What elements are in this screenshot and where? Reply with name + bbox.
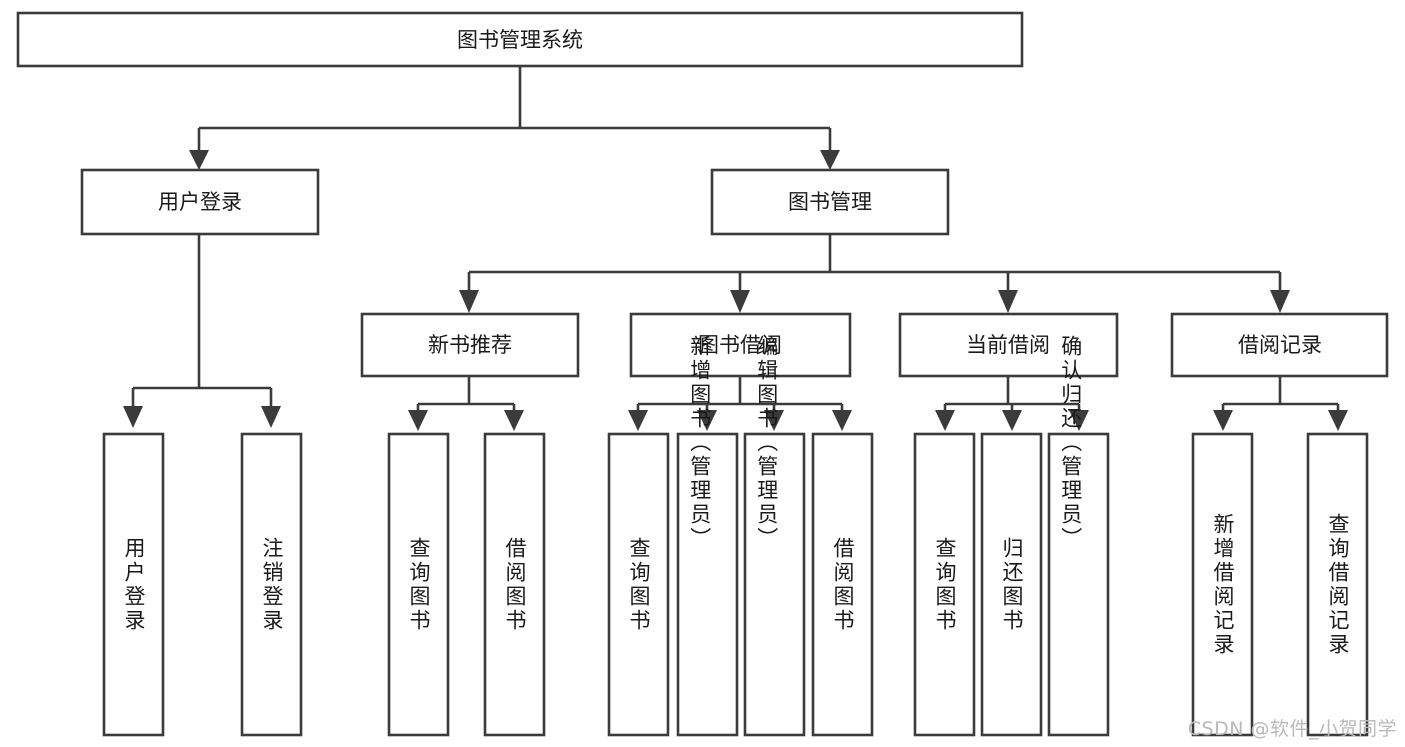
leaf-new-book-1-rect[interactable] [387,432,450,737]
node-book-management-rect[interactable] [710,168,950,236]
arrowhead-bm-c3 [998,290,1018,313]
leaf-borrow-record-2-rect[interactable] [1306,432,1369,737]
edge-group-borrow-record [1213,376,1348,431]
node-new-book-recommend[interactable]: 新书推荐 [360,312,580,378]
leaf-current-borrow-3-label: 确认归还（管理员） [1059,335,1083,551]
leaf-book-borrow-2-label: 新增图书（管理员） [688,335,712,551]
leaf-user-login-2-label: 注销登录 [260,537,284,633]
leaf-new-book-2[interactable]: 借阅图书 [483,432,546,737]
leaf-user-login-2-rect[interactable] [240,432,303,737]
leaf-new-book-1-label: 查询图书 [407,537,431,633]
node-user-login[interactable]: 用户登录 [80,168,320,236]
arrowhead-ul-leaf2 [261,406,281,428]
edge-group-user-login [123,234,281,428]
leaf-current-borrow-2[interactable]: 归还图书 [980,432,1043,737]
leaf-book-borrow-3-label: 编辑图书（管理员） [755,335,779,551]
leaf-current-borrow-1-label: 查询图书 [933,537,957,633]
edge-group-current-borrow [935,376,1089,431]
node-borrow-record-rect[interactable] [1170,312,1389,378]
leaf-new-book-1[interactable]: 查询图书 [387,432,450,737]
arrowhead-bb-l1 [628,410,648,431]
node-borrow-record[interactable]: 借阅记录 [1170,312,1389,378]
leaf-user-login-1-rect[interactable] [102,432,165,737]
node-new-book-recommend-rect[interactable] [360,312,580,378]
arrowhead-bb-l2 [697,410,717,431]
leaf-book-borrow-3-rect[interactable] [743,432,806,737]
node-current-borrow[interactable]: 当前借阅 [898,312,1119,378]
edge-group-book-mgmt [459,234,1290,313]
edge-group-book-borrow [628,376,852,431]
leaf-user-login-2[interactable]: 注销登录 [240,432,303,737]
arrowhead-bm-c2 [730,290,750,313]
leaf-borrow-record-1[interactable]: 新增借阅记录 [1191,432,1254,737]
leaf-borrow-record-2[interactable]: 查询借阅记录 [1306,432,1369,737]
leaf-book-borrow-4-rect[interactable] [811,432,874,737]
leaf-current-borrow-2-label: 归还图书 [1000,537,1024,633]
leaf-book-borrow-1-rect[interactable] [607,432,670,737]
arrowhead-nb-l1 [408,410,428,431]
leaf-new-book-2-rect[interactable] [483,432,546,737]
arrowhead-bb-l4 [832,410,852,431]
leaf-book-borrow-1-label: 查询图书 [627,537,651,633]
arrowhead-cb-l3 [1069,410,1089,431]
node-root-label: 图书管理系统 [457,28,583,52]
node-current-borrow-rect[interactable] [898,312,1119,378]
node-root-rect[interactable] [16,11,1024,68]
arrowhead-bm-c4 [1270,290,1290,313]
csdn-watermark: CSDN @软件_小贺同学 [1187,718,1397,740]
leaf-book-borrow-4[interactable]: 借阅图书 [811,432,874,737]
node-book-borrow-label: 图书借阅 [698,333,782,357]
leaf-book-borrow-2-rect[interactable] [676,432,739,737]
node-new-book-recommend-label: 新书推荐 [428,333,512,357]
leaf-book-borrow-1[interactable]: 查询图书 [607,432,670,737]
leaf-user-login-1-label: 用户登录 [122,537,146,633]
arrowhead-bb-l3 [764,410,784,431]
node-root[interactable]: 图书管理系统 [16,11,1024,68]
arrowhead-nb-l2 [504,410,524,431]
leaf-book-borrow-4-label: 借阅图书 [831,537,855,633]
leaf-new-book-2-label: 借阅图书 [503,537,527,633]
node-book-borrow[interactable]: 图书借阅 [629,312,852,378]
node-book-management[interactable]: 图书管理 [710,168,950,236]
node-book-borrow-rect[interactable] [629,312,852,378]
arrowhead-ul-leaf1 [123,406,143,428]
edge-group-new-book [408,376,524,431]
arrowhead-br-l2 [1328,410,1348,431]
arrowhead-user-login [189,150,209,170]
arrowhead-br-l1 [1213,410,1233,431]
leaf-borrow-record-2-label: 查询借阅记录 [1326,513,1350,657]
node-book-management-label: 图书管理 [788,190,872,214]
node-current-borrow-label: 当前借阅 [966,333,1050,357]
leaf-user-login-1[interactable]: 用户登录 [102,432,165,737]
leaf-borrow-record-1-rect[interactable] [1191,432,1254,737]
leaf-current-borrow-3-rect[interactable] [1047,432,1110,737]
leaf-current-borrow-2-rect[interactable] [980,432,1043,737]
leaf-current-borrow-1[interactable]: 查询图书 [913,432,976,737]
leaf-current-borrow-3[interactable]: 确认归还（管理员） [1047,335,1110,737]
arrowhead-cb-l2 [1002,410,1022,431]
leaf-borrow-record-1-label: 新增借阅记录 [1211,513,1235,657]
arrowhead-cb-l1 [935,410,955,431]
leaf-book-borrow-3[interactable]: 编辑图书（管理员） [743,335,806,737]
leaf-current-borrow-1-rect[interactable] [913,432,976,737]
node-user-login-rect[interactable] [80,168,320,236]
arrowhead-bm-c1 [459,290,479,313]
node-user-login-label: 用户登录 [158,190,242,214]
node-borrow-record-label: 借阅记录 [1238,333,1322,357]
edge-group-root [189,66,840,170]
leaf-book-borrow-2[interactable]: 新增图书（管理员） [676,335,739,737]
arrowhead-book-mgmt [820,150,840,170]
